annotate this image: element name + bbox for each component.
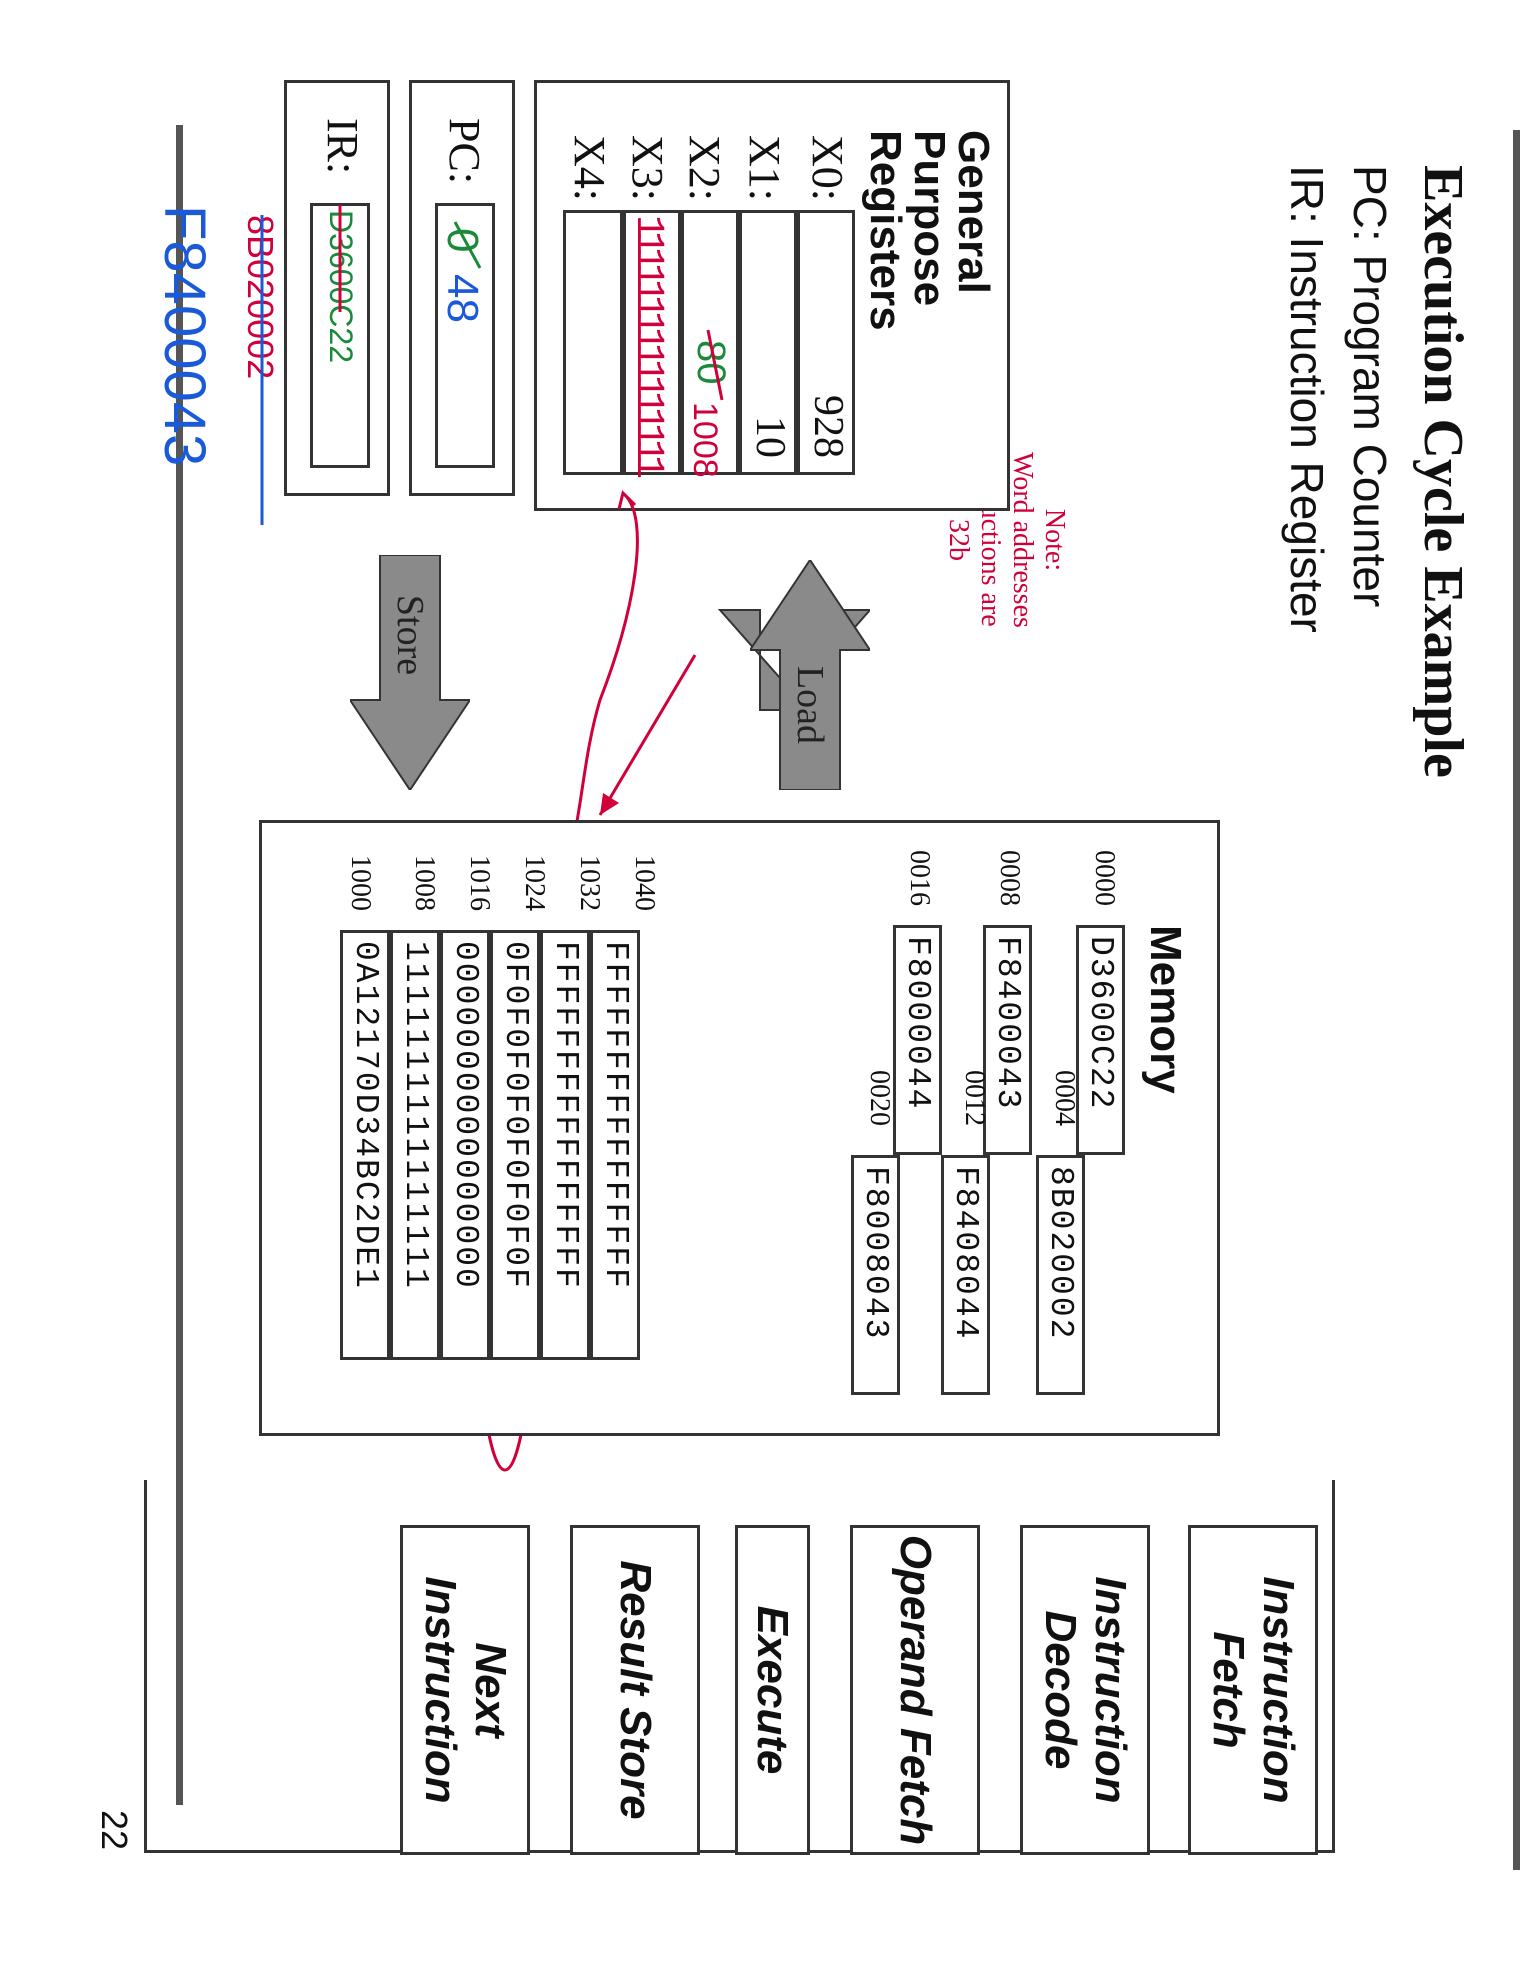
mem-addr-0012: 0012: [959, 1070, 990, 1126]
stage-instruction-fetch: Instruction Fetch: [1188, 1525, 1318, 1855]
note-arrowhead: [600, 793, 619, 815]
stage-instruction-decode: Instruction Decode: [1020, 1525, 1150, 1855]
mem-addr-1024: 1024: [519, 855, 550, 911]
stage-operand-fetch: Operand Fetch: [850, 1525, 980, 1855]
load-label: Load: [789, 666, 831, 744]
mem-word-0008: F8400043: [983, 925, 1032, 1155]
mem-addr-0000: 0000: [1089, 850, 1120, 906]
ir-new-value: F8400043: [152, 205, 217, 466]
mem-addr-1032: 1032: [574, 855, 605, 911]
mem-word-0012: F8408044: [941, 1155, 990, 1395]
mem-addr-0020: 0020: [864, 1070, 895, 1126]
mem-block-1032: FFFFFFFFFFFFFFFF: [540, 930, 590, 1360]
store-arrow-shape: Store: [348, 554, 472, 792]
mem-block-1024: 0F0F0F0F0F0F0F0F: [490, 930, 540, 1360]
stage-result-store: Result Store: [570, 1525, 700, 1855]
pc-strike: [453, 221, 482, 269]
pc-new-value: 48: [438, 274, 487, 323]
mem-block-1000: 0A12170D34BC2DE1: [340, 930, 390, 1360]
x2-new-value: 1008: [686, 402, 724, 478]
mem-word-0020: F8008043: [851, 1155, 900, 1395]
pc-old-value: 0: [438, 228, 487, 252]
mem-block-1008: 1111111111111111: [390, 930, 440, 1360]
stage-next-instruction: Next Instruction: [400, 1525, 530, 1855]
mem-word-0016: F8000044: [893, 925, 942, 1155]
page-number: 22: [94, 1810, 135, 1851]
mem-addr-0004: 0004: [1049, 1070, 1080, 1126]
mem-addr-0008: 0008: [994, 850, 1025, 906]
store-label: Store: [389, 595, 431, 675]
x2-strike: [706, 329, 724, 401]
mem-block-1040: FFFFFFFFFFFFFFFF: [590, 930, 640, 1360]
mem-block-addresses: 1000: [345, 855, 376, 911]
x3-value: 1111111111111111: [625, 215, 670, 478]
mem-addr-1016: 1016: [464, 855, 495, 911]
memory-heading: Memory: [1141, 925, 1190, 1094]
mem-block-1016: 0000000000000000: [440, 930, 490, 1360]
load-arrow-shape: Load: [748, 558, 872, 791]
note-arrow: [598, 654, 697, 816]
mem-word-0000: D3600C22: [1076, 925, 1125, 1155]
mem-addr-1040: 1040: [629, 855, 660, 911]
mem-addr-0016: 0016: [904, 850, 935, 906]
mem-word-0004: 8B020002: [1036, 1155, 1085, 1395]
link-arrowhead: [617, 490, 637, 510]
stage-execute: Execute: [735, 1525, 810, 1855]
mem-addr-1008: 1008: [409, 855, 440, 911]
